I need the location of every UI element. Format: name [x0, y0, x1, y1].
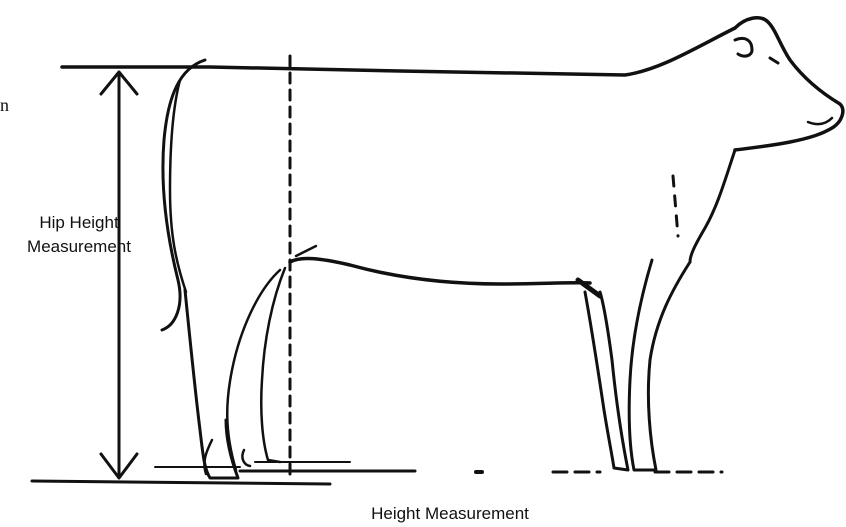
cow-flank-dash	[296, 246, 316, 256]
cow-chest	[690, 150, 735, 262]
cow-shoulder-dash	[673, 176, 678, 236]
hip-height-label-line2: Measurement	[6, 235, 152, 259]
cow-head	[735, 18, 843, 150]
hip-height-label-line1: Hip Height	[6, 211, 152, 235]
cow-mouth	[808, 118, 832, 124]
cow-tail	[162, 60, 205, 330]
height-measurement-label: Height Measurement	[320, 503, 580, 525]
cow-rear-leg-back	[261, 268, 285, 462]
cow-front-leg-back	[585, 292, 628, 470]
cow-front-leg	[629, 260, 690, 470]
stray-glyph: n	[0, 95, 9, 115]
cow-ear	[735, 38, 752, 56]
ground-line	[32, 481, 330, 484]
hip-reference-line	[62, 28, 735, 75]
cow-belly	[290, 258, 590, 284]
cow-rear-leg-inner	[227, 270, 280, 470]
hip-height-label: Hip Height Measurement	[6, 211, 152, 259]
cow-eye	[770, 58, 778, 63]
